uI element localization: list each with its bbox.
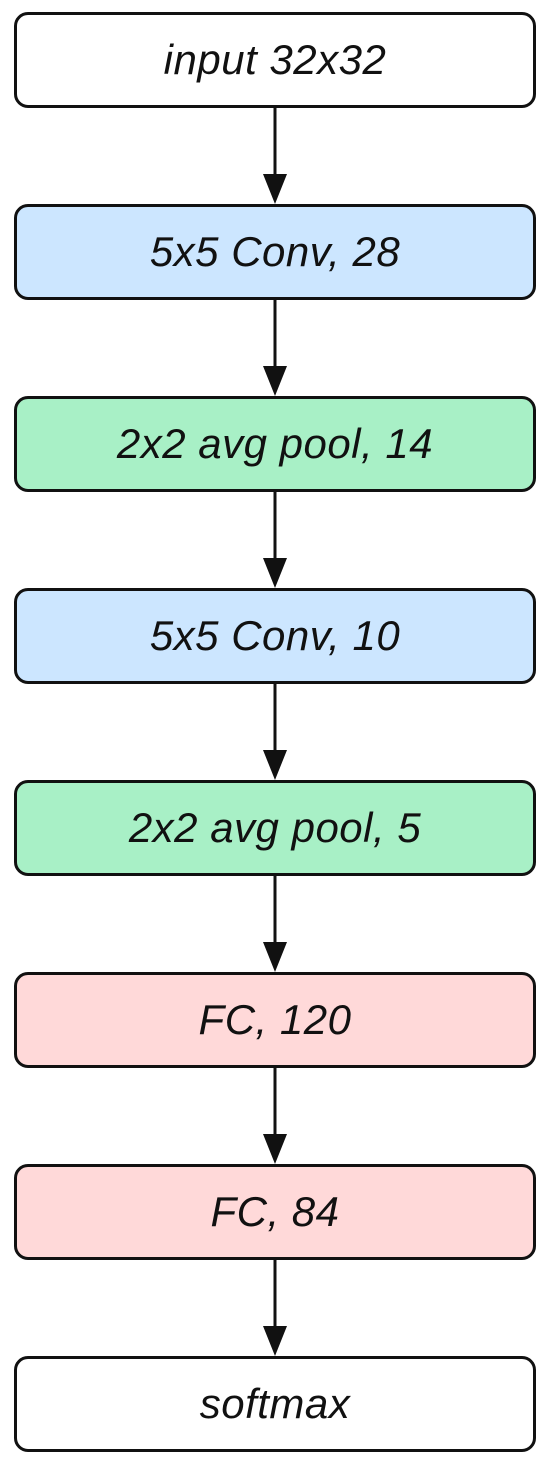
arrow-pool1-to-conv2 [263, 492, 287, 588]
layer-fc1: FC, 120 [14, 972, 536, 1068]
arrow-pool2-to-fc1 [263, 876, 287, 972]
layer-input: input 32x32 [14, 12, 536, 108]
arrow-conv1-to-pool1 [263, 300, 287, 396]
layer-conv1: 5x5 Conv, 28 [14, 204, 536, 300]
layer-softmax: softmax [14, 1356, 536, 1452]
layer-pool2: 2x2 avg pool, 5 [14, 780, 536, 876]
arrow-conv2-to-pool2 [263, 684, 287, 780]
layer-pool1: 2x2 avg pool, 14 [14, 396, 536, 492]
arrow-input-to-conv1 [263, 108, 287, 204]
layer-conv2: 5x5 Conv, 10 [14, 588, 536, 684]
arrow-fc2-to-softmax [263, 1260, 287, 1356]
layer-fc2: FC, 84 [14, 1164, 536, 1260]
arrow-fc1-to-fc2 [263, 1068, 287, 1164]
